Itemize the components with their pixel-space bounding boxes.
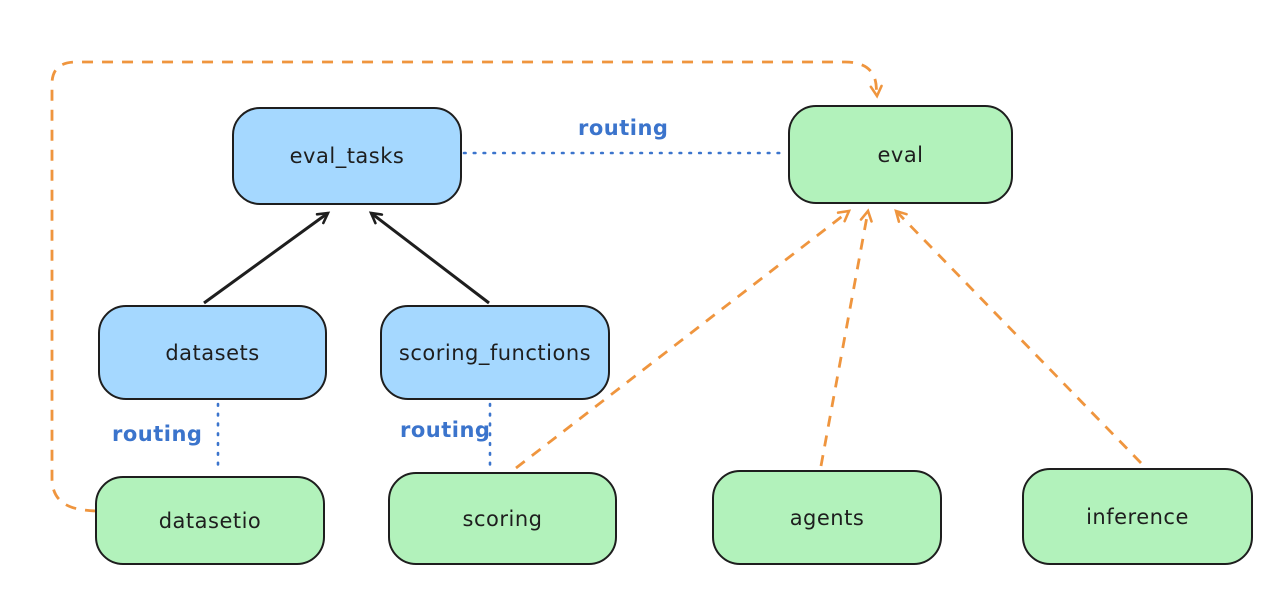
edge-agents-to-eval [819, 208, 873, 467]
edge-datasets-to-eval-tasks [203, 211, 331, 305]
node-agents[interactable]: agents [712, 470, 942, 565]
node-datasetio[interactable]: datasetio [95, 476, 325, 565]
node-inference-label: inference [1086, 504, 1189, 529]
edge-scoring-functions-to-eval-tasks [368, 211, 490, 305]
node-datasets-label: datasets [165, 340, 260, 365]
edge-datasetio-to-eval [50, 60, 883, 513]
node-scoring-functions-label: scoring_functions [398, 340, 592, 365]
edge-inference-to-eval [894, 209, 1143, 464]
edge-label-routing-middle: routing [400, 418, 491, 442]
edge-label-routing-left: routing [112, 422, 203, 446]
node-datasetio-label: datasetio [158, 508, 262, 533]
edge-label-routing-top: routing [578, 116, 669, 140]
node-eval-tasks[interactable]: eval_tasks [232, 107, 462, 205]
node-scoring-label: scoring [462, 506, 543, 531]
node-eval-label: eval [877, 142, 924, 167]
node-eval-tasks-label: eval_tasks [289, 144, 405, 168]
node-scoring-functions[interactable]: scoring_functions [380, 305, 610, 400]
node-inference[interactable]: inference [1022, 468, 1253, 565]
node-eval[interactable]: eval [788, 105, 1013, 204]
node-datasets[interactable]: datasets [98, 305, 327, 400]
edge-scoring-to-eval [515, 209, 852, 470]
node-scoring[interactable]: scoring [388, 472, 617, 565]
node-agents-label: agents [789, 505, 865, 530]
